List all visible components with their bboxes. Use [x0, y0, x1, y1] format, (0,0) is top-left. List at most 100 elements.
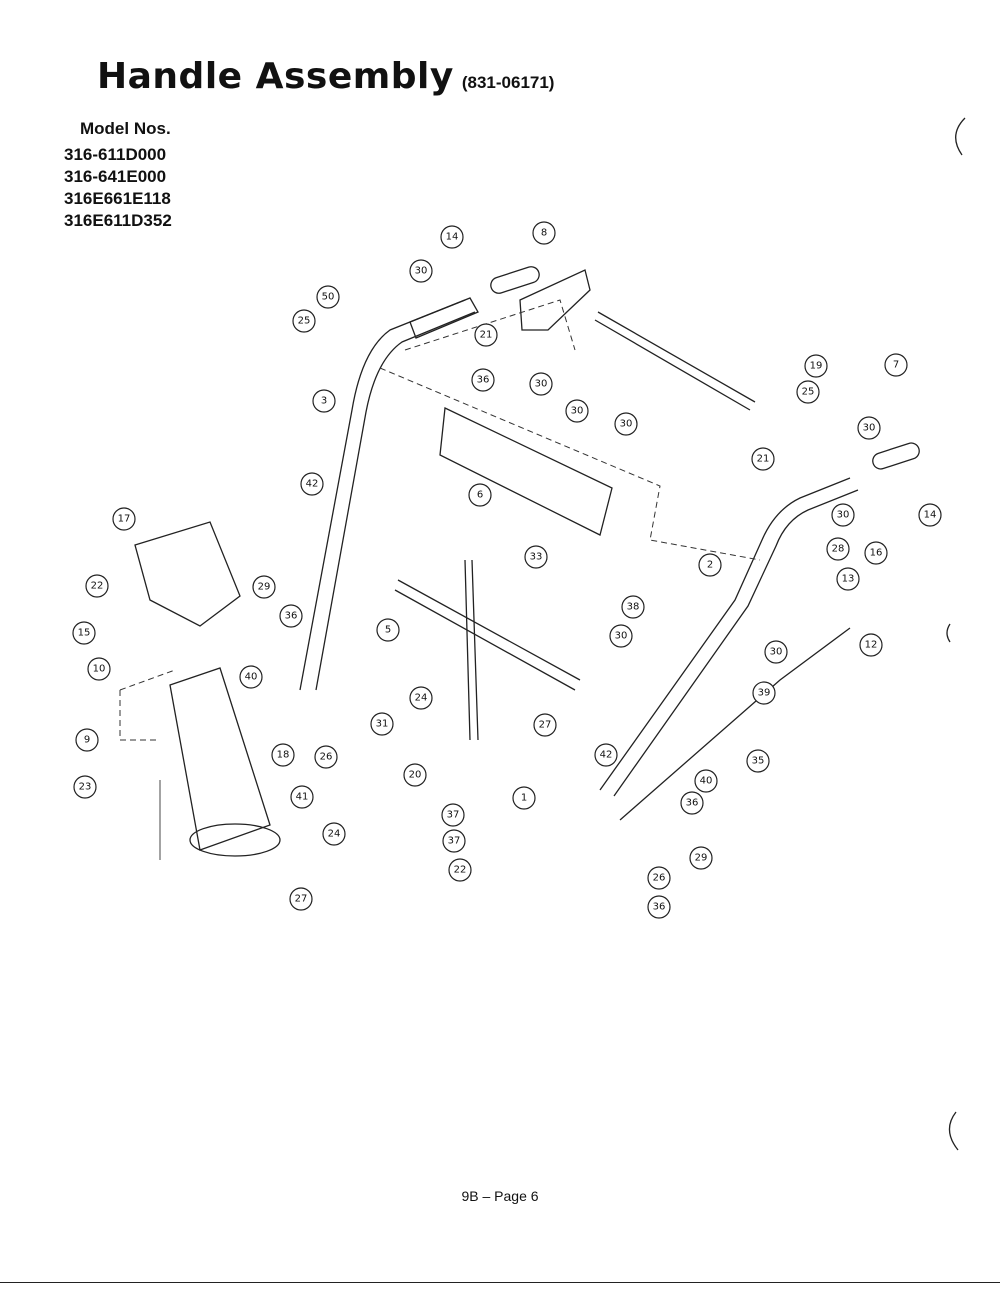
callout-circle	[746, 749, 770, 773]
callout-circle	[112, 507, 136, 531]
callout-circle	[322, 822, 346, 846]
callout-circle	[75, 728, 99, 752]
chute	[169, 667, 271, 851]
callout-circle	[271, 743, 295, 767]
callout-circle	[752, 681, 776, 705]
control-rod	[394, 579, 581, 691]
callout-label: 8	[541, 228, 547, 239]
callout-30: 30	[614, 412, 638, 436]
callout-label: 36	[653, 902, 666, 913]
callout-36: 36	[647, 895, 671, 919]
callout-label: 36	[686, 798, 699, 809]
callout-label: 42	[600, 750, 613, 761]
callout-36: 36	[680, 791, 704, 815]
model-number: 316-611D000	[64, 145, 167, 164]
callout-19: 19	[804, 354, 828, 378]
callout-circle	[532, 221, 556, 245]
callout-22: 22	[448, 858, 472, 882]
callout-label: 15	[78, 628, 91, 639]
callout-label: 3	[321, 396, 327, 407]
callout-label: 30	[615, 631, 628, 642]
callout-label: 13	[842, 574, 855, 585]
alignment-line	[404, 299, 576, 351]
callout-label: 30	[620, 419, 633, 430]
callout-label: 23	[79, 782, 92, 793]
callout-label: 41	[296, 792, 309, 803]
callout-circle	[565, 399, 589, 423]
callout-label: 5	[385, 625, 391, 636]
callout-5: 5	[376, 618, 400, 642]
callout-circle	[609, 624, 633, 648]
callout-circle	[864, 541, 888, 565]
callout-label: 7	[893, 360, 899, 371]
callout-10: 10	[87, 657, 111, 681]
callout-37: 37	[442, 829, 466, 853]
callout-label: 39	[758, 688, 771, 699]
callout-29: 29	[689, 846, 713, 870]
model-number: 316E611D352	[64, 211, 172, 230]
callout-circle	[689, 846, 713, 870]
callout-label: 28	[832, 544, 845, 555]
binder-hole-mark	[955, 117, 966, 156]
callout-7: 7	[884, 353, 908, 377]
callout-26: 26	[647, 866, 671, 890]
callout-circle	[826, 537, 850, 561]
callout-circle	[614, 412, 638, 436]
callout-label: 1	[521, 793, 527, 804]
callout-circle	[796, 380, 820, 404]
callout-circle	[751, 447, 775, 471]
callout-label: 25	[802, 387, 815, 398]
callout-circle	[72, 621, 96, 645]
callout-40: 40	[694, 769, 718, 793]
shift-rod	[619, 627, 851, 821]
callout-label: 42	[306, 479, 319, 490]
handle-grip	[872, 442, 920, 470]
callout-circle	[300, 472, 324, 496]
callout-label: 27	[295, 894, 308, 905]
callout-label: 10	[93, 664, 106, 675]
callout-27: 27	[289, 887, 313, 911]
callout-circle	[647, 895, 671, 919]
alignment-line	[379, 367, 761, 561]
callout-42: 42	[594, 743, 618, 767]
callout-label: 26	[653, 873, 666, 884]
callout-label: 21	[480, 330, 493, 341]
callout-18: 18	[271, 743, 295, 767]
callout-circle	[621, 595, 645, 619]
callout-39: 39	[752, 681, 776, 705]
callout-circle	[409, 686, 433, 710]
callout-circle	[314, 745, 338, 769]
callout-circle	[279, 604, 303, 628]
callout-circle	[529, 372, 553, 396]
callout-21: 21	[474, 323, 498, 347]
handle-grip	[490, 266, 540, 294]
callout-circle	[831, 503, 855, 527]
callout-17: 17	[112, 507, 136, 531]
callout-20: 20	[403, 763, 427, 787]
callout-16: 16	[864, 541, 888, 565]
callout-label: 24	[415, 693, 428, 704]
callout-label: 40	[245, 672, 258, 683]
callout-label: 16	[870, 548, 883, 559]
center-handle-bracket	[519, 269, 591, 331]
callout-25: 25	[292, 309, 316, 333]
callout-label: 22	[454, 865, 467, 876]
model-number: 316E661E118	[64, 189, 171, 208]
callout-14: 14	[918, 503, 942, 527]
callout-15: 15	[72, 621, 96, 645]
callout-label: 50	[322, 292, 335, 303]
callout-label: 25	[298, 316, 311, 327]
right-upper-handle	[599, 477, 851, 791]
callout-circle	[442, 829, 466, 853]
callout-label: 38	[627, 602, 640, 613]
callout-2: 2	[698, 553, 722, 577]
callout-circle	[441, 803, 465, 827]
callout-label: 30	[770, 647, 783, 658]
callout-25: 25	[796, 380, 820, 404]
callout-30: 30	[764, 640, 788, 664]
callout-label: 33	[530, 552, 543, 563]
callout-label: 24	[328, 829, 341, 840]
callout-circle	[647, 866, 671, 890]
callout-8: 8	[532, 221, 556, 245]
callout-label: 14	[446, 232, 459, 243]
